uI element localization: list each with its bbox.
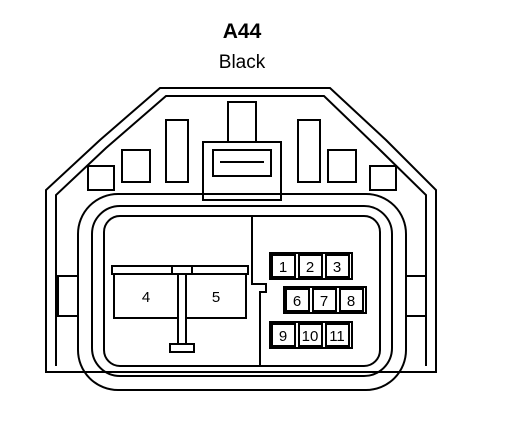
housing-rib bbox=[87, 165, 115, 191]
small-cavity-row-1: 1 2 3 bbox=[269, 252, 353, 280]
cavity-1-label: 1 bbox=[279, 259, 287, 276]
cavity-5-label: 5 bbox=[212, 289, 220, 306]
housing-rib bbox=[327, 149, 357, 183]
center-divider bbox=[251, 216, 267, 366]
cavity-2 bbox=[298, 254, 323, 278]
cavity-4-label: 4 bbox=[142, 289, 150, 306]
housing-rib bbox=[369, 165, 397, 191]
small-cavity-row-3: 9 10 11 bbox=[269, 321, 353, 349]
cavity-9-label: 9 bbox=[279, 328, 287, 345]
cavity-11 bbox=[325, 323, 350, 347]
connector-housing-outline bbox=[45, 87, 437, 373]
seal-inner bbox=[91, 205, 393, 377]
cavity-8 bbox=[339, 288, 364, 312]
cavity-9 bbox=[271, 323, 296, 347]
cavity-10 bbox=[298, 323, 323, 347]
cavity-5 bbox=[185, 273, 247, 319]
side-latch-right bbox=[405, 275, 427, 317]
housing-rib bbox=[297, 119, 321, 183]
cavity-11-label: 11 bbox=[329, 328, 345, 345]
cavity-1 bbox=[271, 254, 296, 278]
seal-outer bbox=[77, 193, 407, 391]
housing-rib bbox=[121, 149, 151, 183]
cavity-3 bbox=[325, 254, 350, 278]
cavity-6-label: 6 bbox=[293, 293, 301, 310]
small-cavity-row-2: 6 7 8 bbox=[283, 286, 367, 314]
large-terminal-bar bbox=[111, 265, 249, 275]
polarizing-key bbox=[169, 318, 195, 353]
cavity-3-label: 3 bbox=[333, 259, 341, 276]
cavity-10-label: 10 bbox=[302, 328, 319, 345]
locking-tab bbox=[202, 101, 282, 201]
side-latch-left bbox=[57, 275, 79, 317]
cavity-2-label: 2 bbox=[306, 259, 314, 276]
cavity-face bbox=[103, 215, 381, 367]
cavity-6 bbox=[285, 288, 310, 312]
cavity-7-label: 7 bbox=[320, 293, 328, 310]
housing-rib bbox=[165, 119, 189, 183]
cavity-4 bbox=[113, 273, 179, 319]
cavity-7 bbox=[312, 288, 337, 312]
connector-id: A44 bbox=[222, 20, 262, 43]
cavity-8-label: 8 bbox=[347, 293, 355, 310]
connector-color: Black bbox=[218, 52, 266, 73]
connector-housing-inner-outline bbox=[55, 95, 427, 366]
